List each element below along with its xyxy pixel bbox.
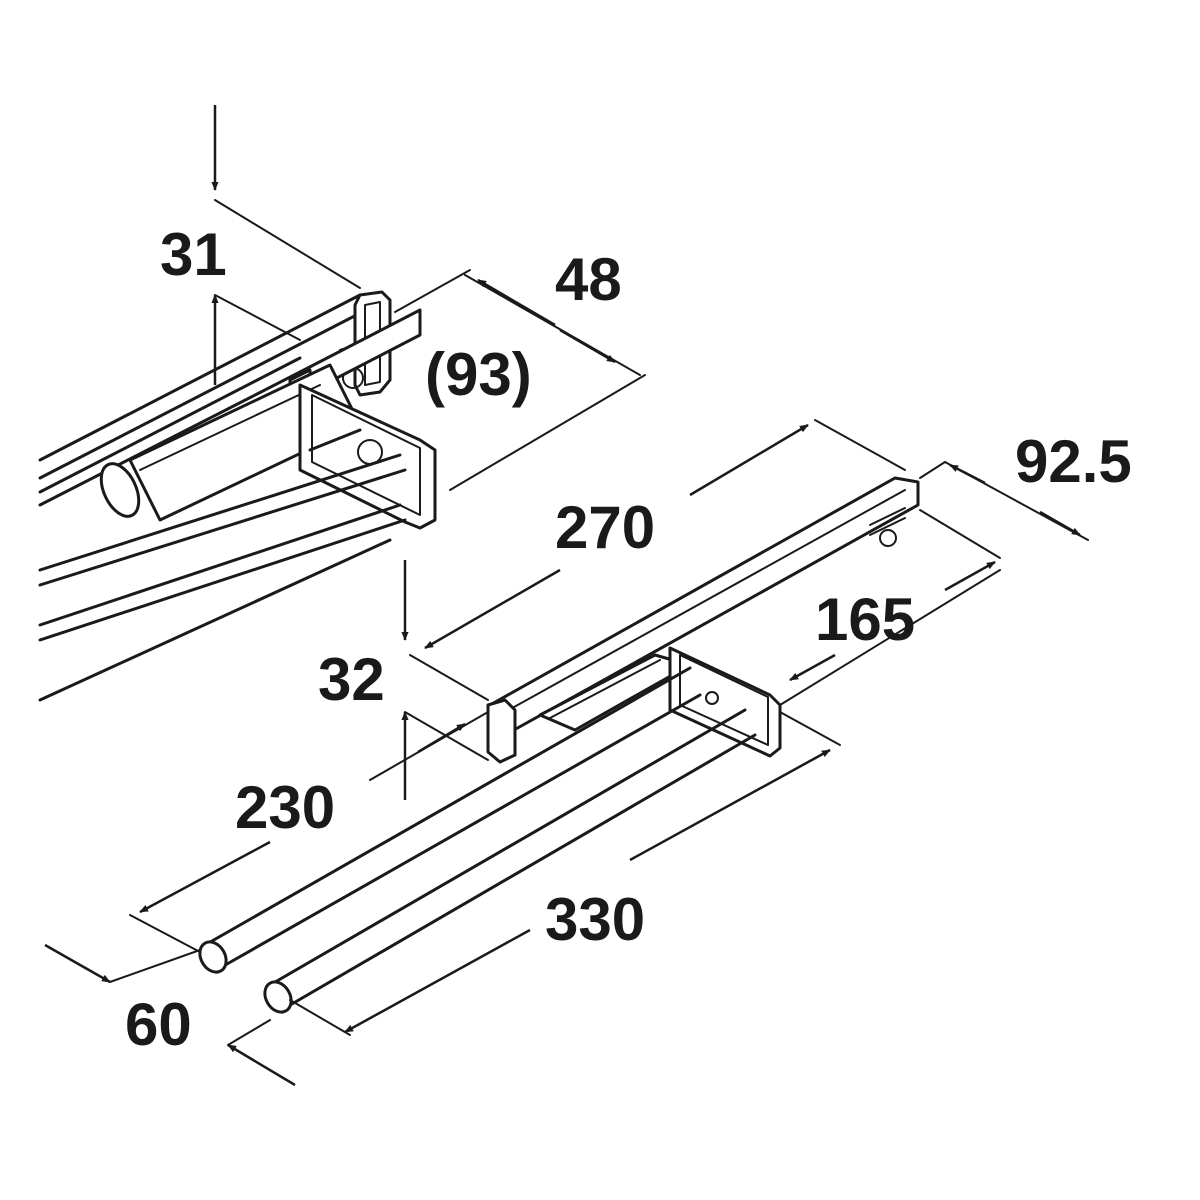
dimension-label-165: 165 [815, 586, 915, 653]
dimension-label-31: 31 [160, 221, 227, 288]
towel-rail-product [198, 476, 920, 1014]
dimension-label-270: 270 [555, 494, 655, 561]
installed-rail-view [38, 290, 437, 702]
dimension-label-48: 48 [555, 246, 622, 313]
dimension-label-330: 330 [545, 886, 645, 953]
dimension-label-230: 230 [235, 774, 335, 841]
dimension-label-60: 60 [125, 991, 192, 1058]
dimension-lines [44, 105, 1089, 1087]
dimension-label-32: 32 [318, 646, 385, 713]
dimension-label-92-5: 92.5 [1015, 428, 1132, 495]
dimension-label-93: (93) [425, 341, 532, 408]
